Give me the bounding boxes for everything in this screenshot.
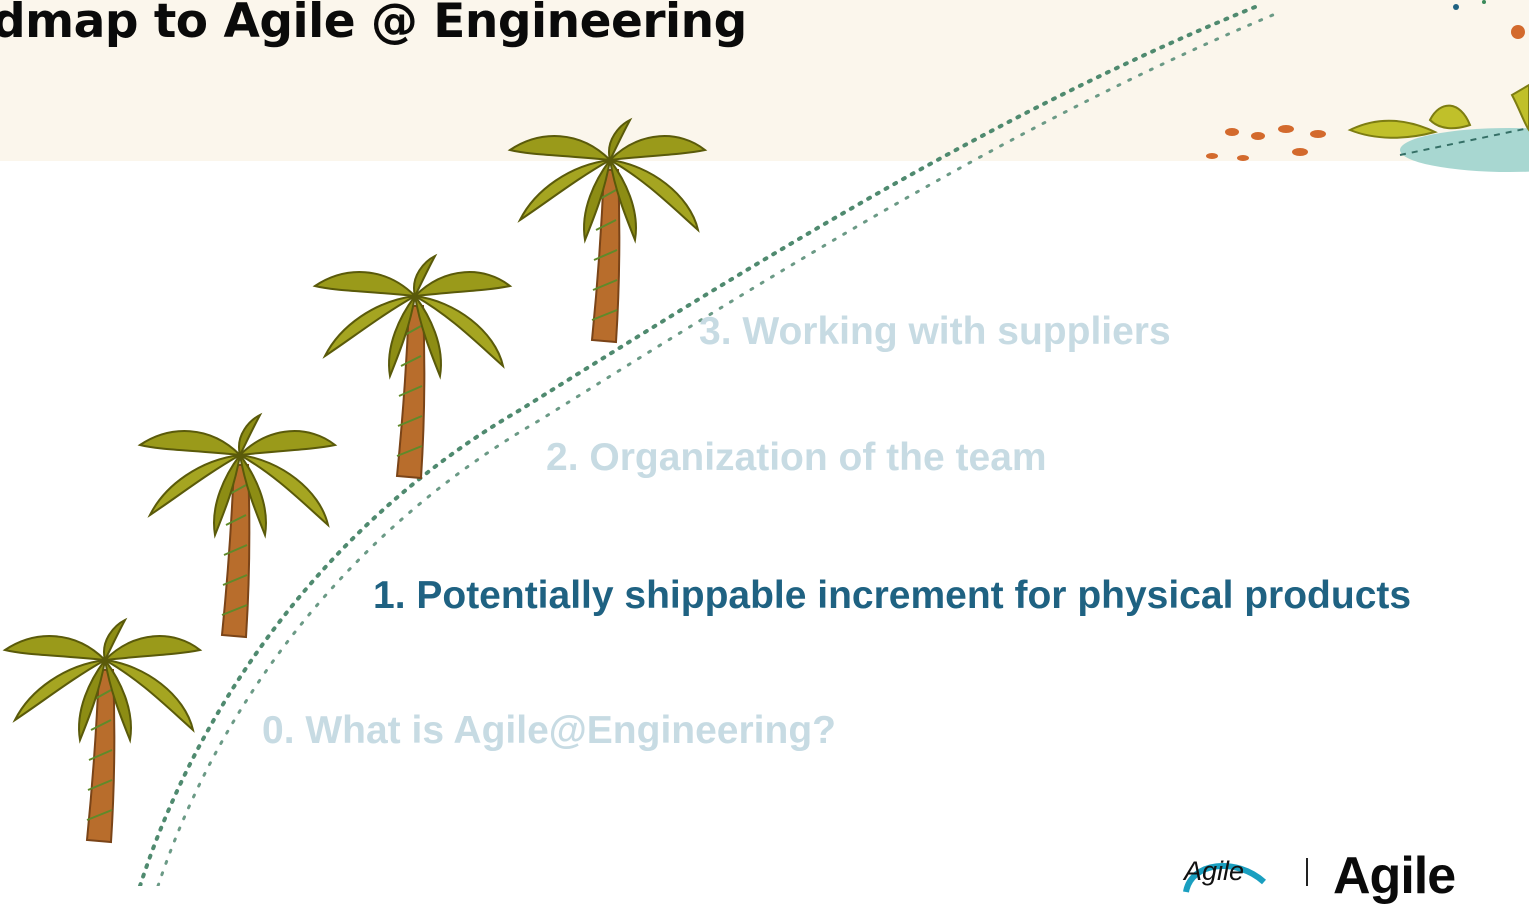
header-band bbox=[0, 0, 1529, 161]
palm-tree-icon bbox=[314, 255, 511, 479]
logo-divider bbox=[1306, 858, 1308, 886]
logo-mark-text: Agile bbox=[1184, 856, 1245, 886]
roadmap-step-2: 2. Organization of the team bbox=[546, 436, 1047, 479]
roadmap-artwork bbox=[4, 0, 1529, 886]
agile-logo-word: Agile bbox=[1333, 847, 1456, 905]
roadmap-step-0: 0. What is Agile@Engineering? bbox=[262, 709, 836, 752]
palm-tree-icon bbox=[509, 119, 706, 343]
roadmap-step-3: 3. Working with suppliers bbox=[699, 310, 1171, 353]
agile-logo-mark: Agile bbox=[1176, 852, 1268, 912]
decorative-leaves bbox=[1206, 0, 1529, 172]
roadmap-step-1: 1. Potentially shippable increment for p… bbox=[373, 574, 1412, 617]
palm-tree-icon bbox=[139, 414, 336, 638]
slide-title: dmap to Agile @ Engineering bbox=[0, 0, 747, 49]
